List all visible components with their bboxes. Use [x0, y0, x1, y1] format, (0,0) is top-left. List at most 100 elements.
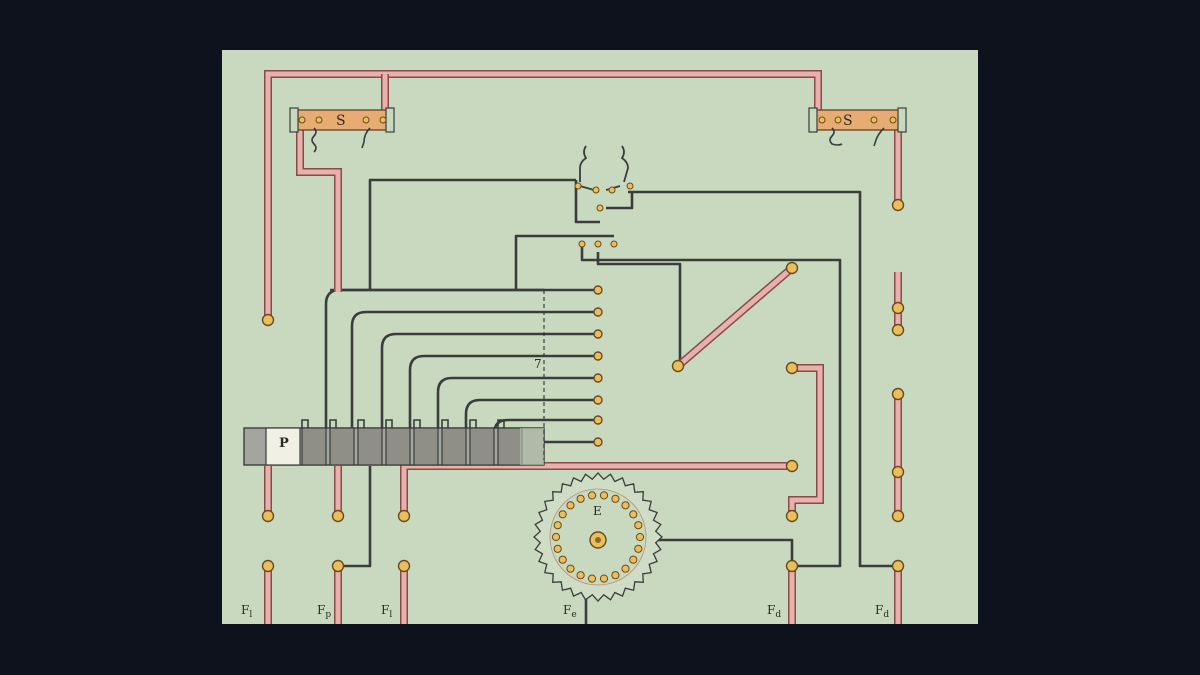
terminal-post: [331, 559, 345, 573]
plug-contact: [497, 419, 505, 428]
terminal-post: [785, 261, 799, 275]
plug-block: [441, 427, 467, 466]
terminal-post: [593, 373, 603, 383]
dark-wire: [628, 190, 892, 568]
dark-wire: [580, 244, 842, 568]
bundle-wire: [436, 376, 598, 428]
plug-block: [469, 427, 495, 466]
dark-wire: [338, 466, 372, 568]
terminal-post: [261, 509, 275, 523]
bundle-wire: [408, 354, 598, 428]
screw-terminal: [818, 116, 826, 124]
plug-contact: [469, 419, 477, 428]
rheostat-contact: [551, 532, 561, 542]
rheostat-contact: [634, 544, 643, 553]
plug-strip-white-plug: [265, 427, 301, 466]
plug-contact: [413, 419, 421, 428]
terminal-post: [891, 198, 905, 212]
switch-right-label: S: [843, 113, 853, 129]
rheostat-label: E: [593, 504, 602, 518]
terminal-post: [891, 465, 905, 479]
rheostat-contact: [611, 571, 620, 580]
rheostat-contact: [566, 501, 575, 510]
pink-wire: [297, 128, 341, 292]
terminal-post: [593, 415, 603, 425]
switch-left-clip-right: [385, 107, 395, 133]
terminal-post: [671, 359, 685, 373]
bottom-labels: Fl Fp Fl Fe Fd Fd: [241, 603, 889, 620]
rheostat-contact: [629, 510, 638, 519]
terminal-post: [593, 351, 603, 361]
switch-right-clip-right: [897, 107, 907, 133]
plug-strip: P: [243, 419, 545, 466]
screw-terminal: [870, 116, 878, 124]
rheostat-contact: [576, 494, 585, 503]
plug-block: [497, 427, 523, 466]
rheostat-contact: [576, 571, 585, 580]
switch-right-clip-left: [808, 107, 818, 133]
rheostat-hub-center: [595, 537, 601, 543]
screw-terminal: [298, 116, 306, 124]
terminals: [261, 116, 905, 573]
screw-terminal: [596, 204, 604, 212]
rheostat-contact: [558, 555, 567, 564]
screw-terminal: [834, 116, 842, 124]
rheostat-contact: [635, 532, 645, 542]
terminal-post: [593, 437, 603, 447]
plug-contact: [385, 419, 393, 428]
switch-right: S: [808, 107, 907, 147]
screw-terminal: [626, 182, 634, 190]
plug-contact: [357, 419, 365, 428]
pink-wire: [265, 71, 821, 320]
terminal-post: [261, 313, 275, 327]
label-fd-2: Fd: [875, 603, 889, 620]
terminal-post: [891, 509, 905, 523]
label-fd-1: Fd: [767, 603, 781, 620]
terminal-post: [785, 361, 799, 375]
switch-left-spring-left: [311, 127, 317, 153]
rheostat-contact: [566, 564, 575, 573]
plug-strip-label: P: [279, 436, 289, 451]
pink-wires: [264, 70, 902, 624]
rheostat-contact: [621, 564, 630, 573]
switch-right-spring-right: [873, 127, 885, 147]
dark-wire: [514, 234, 614, 290]
rheostat-contact: [634, 521, 643, 530]
rheostat-contact: [553, 521, 562, 530]
dark-wire: [606, 192, 634, 210]
screw-terminal: [592, 186, 600, 194]
terminal-post: [593, 329, 603, 339]
plug-contact: [441, 419, 449, 428]
commutator-spring-left: [579, 145, 588, 182]
rheostat-contact: [558, 510, 567, 519]
terminal-post: [397, 559, 411, 573]
screw-terminal: [594, 240, 602, 248]
pink-wire: [789, 365, 823, 516]
rheostat-contact: [553, 544, 562, 553]
pink-wire: [401, 463, 792, 516]
plug-strip-shadow: [520, 428, 544, 465]
terminal-post: [891, 323, 905, 337]
label-fl-1: Fl: [241, 603, 252, 620]
terminal-post: [593, 395, 603, 405]
terminal-post: [593, 307, 603, 317]
plug-contact: [329, 419, 337, 428]
plug-block: [329, 427, 355, 466]
rheostat-contact: [599, 574, 609, 583]
switch-left: S: [289, 107, 395, 153]
rheostat-contacts: [551, 491, 645, 583]
screw-terminal: [889, 116, 897, 124]
rheostat-contact: [621, 501, 630, 510]
plug-block: [357, 427, 383, 466]
switch-left-spring-right: [361, 127, 371, 149]
rheostat-contact: [587, 491, 597, 500]
dark-wire: [368, 178, 576, 290]
screw-terminal: [608, 186, 616, 194]
terminal-post: [593, 285, 603, 295]
terminal-post: [397, 509, 411, 523]
terminal-post: [261, 559, 275, 573]
rheostat-contact: [611, 494, 620, 503]
rheostat-contact: [629, 555, 638, 564]
